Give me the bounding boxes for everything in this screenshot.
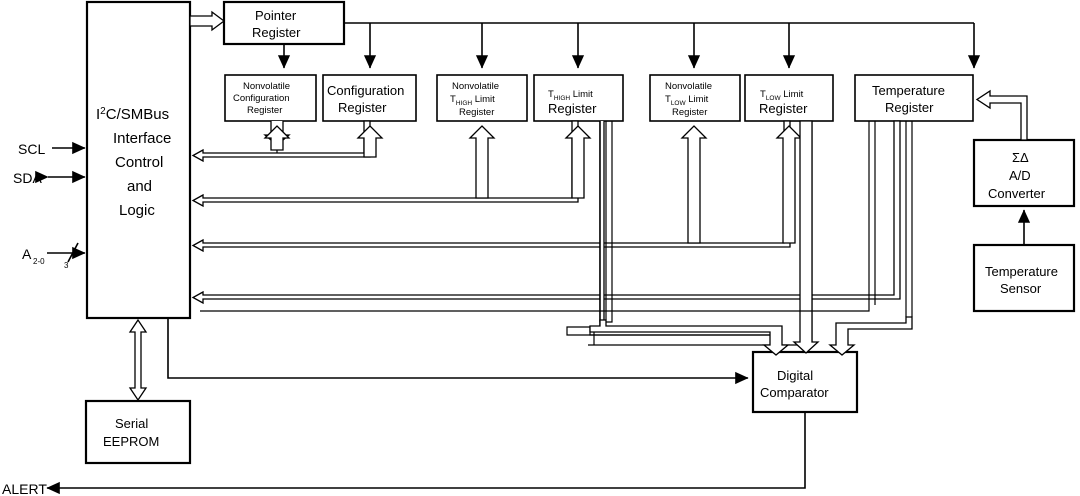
- svg-text:A/D: A/D: [1009, 168, 1031, 183]
- label-alert: ALERT: [2, 481, 47, 496]
- channel-temp-down-a: [868, 121, 876, 305]
- svg-text:I2C/SMBus: I2C/SMBus: [96, 106, 169, 123]
- arrow-comparator-in-1: [589, 319, 790, 356]
- svg-text:THIGH Limit: THIGH Limit: [548, 89, 593, 102]
- text-thigh-limit-register: THIGH Limit Register: [548, 89, 597, 116]
- arrow-into-config: [356, 125, 384, 158]
- svg-text:Nonvolatile: Nonvolatile: [452, 81, 499, 92]
- bus-pointer-distribution: [277, 22, 981, 69]
- bus-readback-rail-2: [191, 120, 579, 208]
- svg-text:EEPROM: EEPROM: [103, 434, 159, 449]
- svg-text:2-0: 2-0: [33, 257, 45, 266]
- text-tlow-limit-register: TLOW Limit Register: [759, 89, 808, 116]
- svg-text:Register: Register: [459, 107, 494, 118]
- label-scl: SCL: [18, 141, 45, 157]
- svg-text:Comparator: Comparator: [760, 385, 829, 400]
- arrow-comparator-in-2: [792, 120, 820, 354]
- svg-text:Logic: Logic: [119, 202, 155, 219]
- arrow-into-nv-config: [263, 125, 291, 151]
- svg-text:Converter: Converter: [988, 186, 1046, 201]
- svg-text:Nonvolatile: Nonvolatile: [665, 81, 712, 92]
- svg-text:Register: Register: [247, 105, 282, 116]
- line-interface-to-comparator: [167, 318, 749, 385]
- svg-text:Configuration: Configuration: [233, 93, 290, 104]
- arrow-comparator-in-3: [828, 316, 913, 356]
- svg-text:Temperature: Temperature: [985, 264, 1058, 279]
- channel-thigh-down: [566, 121, 771, 336]
- block-serial-eeprom[interactable]: [84, 399, 192, 465]
- text-nonvolatile-thigh-limit-register: Nonvolatile THIGH Limit Register: [450, 81, 499, 118]
- text-pointer-register: Pointer Register: [252, 8, 301, 40]
- svg-text:Register: Register: [885, 100, 934, 115]
- svg-text:TLOW Limit: TLOW Limit: [665, 94, 709, 107]
- svg-text:Register: Register: [548, 101, 597, 116]
- block-nonvolatile-thigh-limit-register[interactable]: [436, 74, 528, 122]
- svg-text:Digital: Digital: [777, 368, 813, 383]
- block-thigh-limit-register[interactable]: [533, 74, 624, 122]
- svg-text:Configuration: Configuration: [327, 83, 404, 98]
- text-sigma-delta-adc: ΣΔ A/D Converter: [988, 150, 1046, 201]
- text-configuration-register: Configuration Register: [327, 83, 404, 115]
- label-address: A 2-0: [22, 246, 45, 266]
- channel-temp-down-b: [905, 121, 913, 317]
- block-temperature-sensor[interactable]: [972, 243, 1076, 313]
- block-tlow-limit-register[interactable]: [744, 74, 834, 122]
- signal-address: [47, 242, 86, 263]
- svg-text:Register: Register: [252, 25, 301, 40]
- text-nonvolatile-configuration-register: Nonvolatile Configuration Register: [233, 81, 290, 116]
- text-nonvolatile-tlow-limit-register: Nonvolatile TLOW Limit Register: [665, 81, 712, 118]
- svg-text:Register: Register: [759, 101, 808, 116]
- svg-text:Register: Register: [672, 107, 707, 118]
- block-temperature-register[interactable]: [854, 74, 974, 122]
- bus-readback-rail-4: [191, 120, 901, 305]
- svg-text:TLOW Limit: TLOW Limit: [760, 89, 804, 102]
- svg-text:Temperature: Temperature: [872, 83, 945, 98]
- svg-text:Control: Control: [115, 154, 163, 171]
- label-sda: SDA: [13, 170, 42, 186]
- svg-text:THIGH Limit: THIGH Limit: [450, 94, 495, 107]
- svg-text:Sensor: Sensor: [1000, 281, 1042, 296]
- svg-text:Serial: Serial: [115, 416, 148, 431]
- block-sigma-delta-adc[interactable]: [972, 138, 1076, 208]
- bus-interface-to-pointer: [189, 10, 226, 32]
- signal-alert: [46, 412, 806, 495]
- text-temperature-sensor: Temperature Sensor: [985, 264, 1058, 296]
- svg-text:ΣΔ: ΣΔ: [1012, 150, 1029, 165]
- arrow-into-nv-thigh: [468, 125, 496, 199]
- svg-text:Register: Register: [338, 100, 387, 115]
- label-bus-width: 3: [64, 261, 69, 270]
- block-nonvolatile-tlow-limit-register[interactable]: [649, 74, 741, 122]
- arrow-into-thigh: [564, 125, 592, 199]
- block-configuration-register[interactable]: [322, 74, 417, 122]
- svg-text:A: A: [22, 246, 32, 262]
- block-i2c-smbus-interface[interactable]: [85, 0, 192, 320]
- arrow-into-tlow: [775, 125, 803, 244]
- text-temperature-register: Temperature Register: [872, 83, 945, 115]
- bus-interface-to-eeprom: [128, 318, 148, 402]
- svg-text:Pointer: Pointer: [255, 8, 297, 23]
- svg-text:Nonvolatile: Nonvolatile: [243, 81, 290, 92]
- text-digital-comparator: Digital Comparator: [760, 368, 829, 400]
- svg-text:and: and: [127, 178, 152, 195]
- svg-text:Interface: Interface: [113, 130, 171, 147]
- channel-temp-left: [200, 305, 870, 312]
- text-serial-eeprom: Serial EEPROM: [103, 416, 159, 449]
- bus-adc-to-temp-register: [975, 89, 1028, 141]
- text-i2c-interface: I2C/SMBus Interface Control and Logic: [96, 106, 171, 219]
- block-digital-comparator[interactable]: [751, 350, 859, 414]
- arrow-into-nv-tlow: [680, 125, 708, 244]
